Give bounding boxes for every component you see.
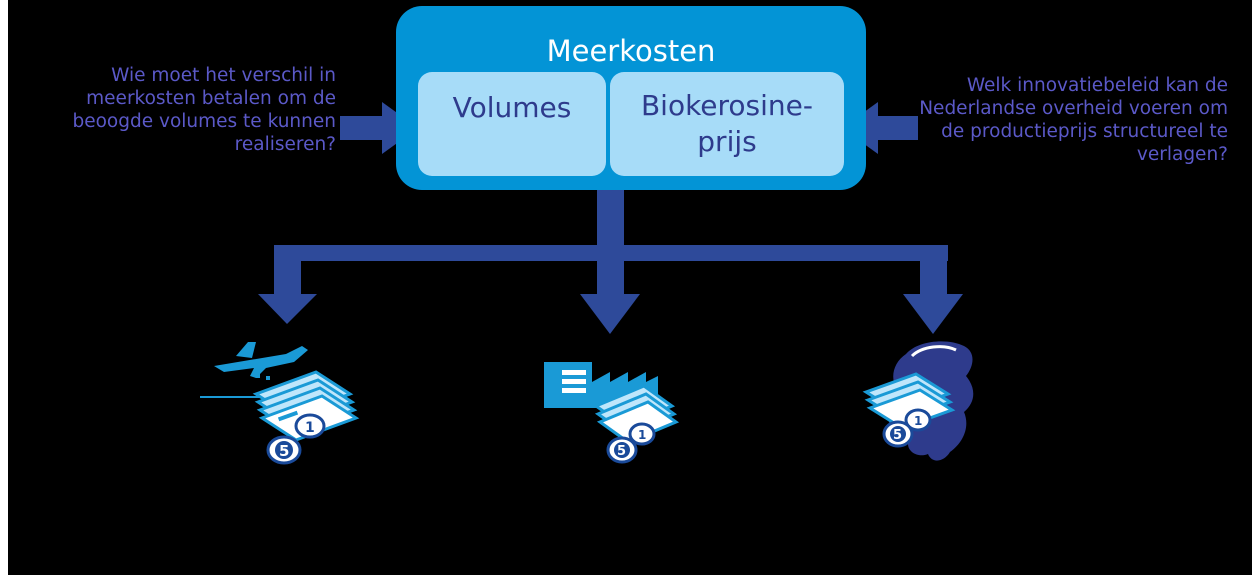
arrow-down-right (903, 294, 963, 334)
coin-1-icon: 1 (904, 408, 932, 432)
coin-1-icon: 1 (628, 422, 656, 446)
factory-money-icon: 1 5 (544, 362, 680, 464)
svg-text:5: 5 (279, 442, 289, 460)
svg-text:5: 5 (893, 428, 902, 443)
coin-5-icon: 5 (606, 436, 638, 464)
coin-5-icon: 5 (882, 420, 914, 448)
question-right: Welk innovatiebeleid kan de Nederlandse … (919, 75, 1228, 165)
left-border (0, 0, 8, 582)
airplane-icon (214, 342, 308, 380)
svg-text:1: 1 (305, 420, 315, 436)
coin-1-icon: 1 (294, 413, 326, 439)
banknotes-icon (592, 384, 680, 444)
netherlands-money-icon: 1 5 (862, 341, 974, 461)
coin-5-icon: 5 (266, 435, 302, 465)
biokerosine-prijs-box: Biokerosine- prijs (610, 72, 844, 176)
question-left: Wie moet het verschil in meerkosten beta… (72, 65, 336, 155)
connector-tree (274, 190, 948, 297)
volumes-label: Volumes (452, 91, 572, 124)
svg-text:1: 1 (638, 428, 646, 442)
diagram-title: Meerkosten (546, 34, 716, 68)
bottom-border (0, 575, 1252, 582)
banknotes-icon (862, 372, 956, 430)
arrow-down-left (258, 294, 317, 324)
arrow-down-middle (580, 294, 640, 334)
svg-text:5: 5 (617, 444, 626, 459)
biokerosine-prijs-label: Biokerosine- prijs (640, 89, 814, 158)
svg-text:1: 1 (914, 414, 922, 428)
factory-icon (544, 362, 658, 408)
volumes-box: Volumes (418, 72, 606, 176)
airplane-money-icon: 1 5 (200, 342, 360, 465)
meerkosten-box: Meerkosten Volumes Biokerosine- prijs (396, 6, 866, 190)
